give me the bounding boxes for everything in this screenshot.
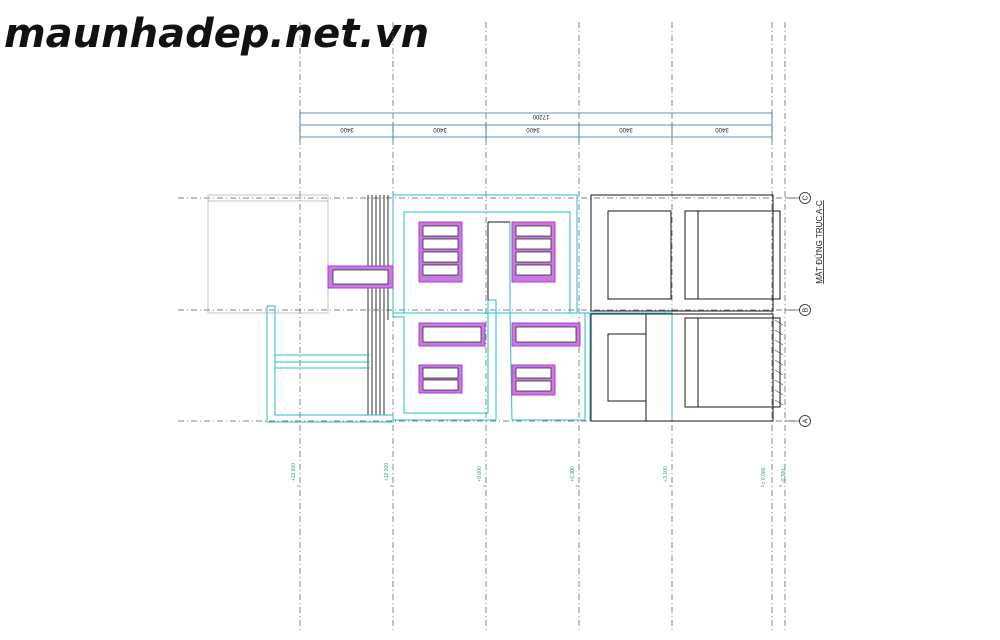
window-lower-right bbox=[511, 364, 556, 396]
level-label: -0.300 bbox=[781, 469, 787, 483]
railing-lines bbox=[367, 195, 389, 415]
rear-outline bbox=[207, 194, 329, 314]
level-label: +6.300 bbox=[570, 466, 576, 482]
level-markers: +13.600 +12.300 +9.000 +6.300 +3.100 ± 0… bbox=[291, 463, 787, 487]
dimension-span-label: 3400 bbox=[619, 126, 633, 132]
hatch-pattern bbox=[774, 319, 784, 406]
right-block-outlines bbox=[487, 194, 781, 422]
drawing-title: MẶT ĐỨNG TRỤC A-C bbox=[815, 200, 824, 284]
svg-text:B: B bbox=[803, 307, 810, 312]
window-wide-right bbox=[511, 322, 581, 347]
window-wide-left bbox=[418, 322, 486, 347]
horizontal-axis-lines bbox=[178, 197, 800, 422]
svg-text:C: C bbox=[803, 195, 810, 200]
level-label: +9.000 bbox=[477, 466, 483, 482]
level-label: +12.300 bbox=[384, 463, 390, 481]
level-label: +3.100 bbox=[663, 466, 669, 482]
axis-bubble-c: C bbox=[785, 192, 811, 204]
window-stair bbox=[327, 265, 394, 289]
window-group-upper-right bbox=[511, 221, 556, 283]
dimension-total-label: 17200 bbox=[532, 113, 549, 119]
window-group-upper-left bbox=[418, 221, 463, 283]
level-label: ± 0.000 bbox=[761, 467, 767, 484]
svg-text:A: A bbox=[803, 418, 810, 423]
window-lower-left bbox=[418, 364, 463, 394]
axis-bubble-b: B bbox=[785, 304, 811, 316]
dimension-span-label: 3400 bbox=[433, 126, 447, 132]
dimension-span-label: 3400 bbox=[715, 126, 729, 132]
axis-bubble-a: A bbox=[785, 415, 811, 427]
dimension-chain bbox=[299, 110, 773, 140]
watermark-text: maunhadep.net.vn bbox=[4, 11, 429, 57]
level-label: +13.600 bbox=[291, 463, 297, 481]
dimension-span-label: 3400 bbox=[526, 126, 540, 132]
dimension-span-label: 3400 bbox=[340, 126, 354, 132]
